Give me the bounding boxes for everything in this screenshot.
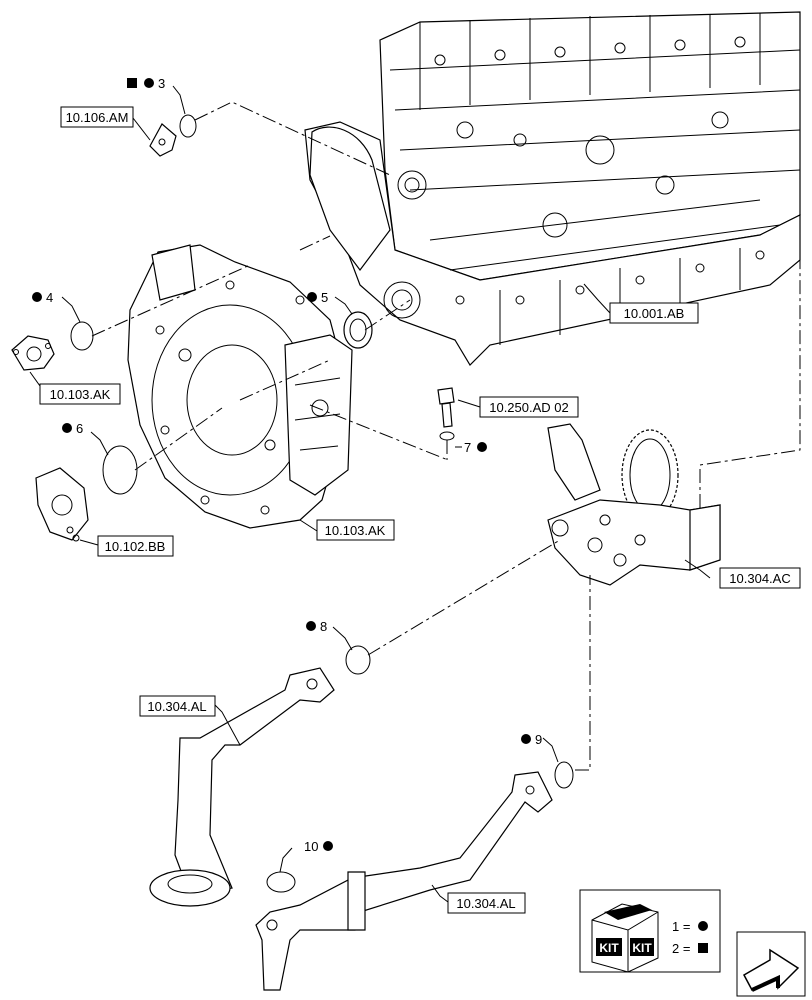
leader-lines: [29, 85, 711, 903]
cover-10-103-ak[interactable]: [11, 335, 55, 371]
ref-label-10-103-ak-left[interactable]: 10.103.AK: [39, 383, 121, 405]
o-ring-8[interactable]: [345, 645, 371, 675]
o-ring-9[interactable]: [554, 761, 574, 789]
kit-legend-item-2: 2 =: [672, 941, 690, 956]
ref-label-10-304-al-upper[interactable]: 10.304.AL: [139, 695, 216, 717]
callout-3: 3: [127, 76, 165, 91]
ref-label-10-304-ac[interactable]: 10.304.AC: [719, 567, 801, 589]
assembly-lines: [91, 101, 801, 771]
ref-label-10-106-am[interactable]: 10.106.AM: [60, 106, 134, 128]
callout-text-10: 10: [304, 839, 318, 854]
callout-9: 9: [521, 732, 542, 747]
ref-label-10-304-al-lower[interactable]: 10.304.AL: [447, 892, 526, 914]
ref-label-10-103-ak-housing[interactable]: 10.103.AK: [316, 519, 395, 541]
callout-text-6: 6: [76, 421, 83, 436]
ref-text-10-250-ad-02: 10.250.AD 02: [489, 400, 569, 415]
ref-text-10-304-al-lower: 10.304.AL: [456, 896, 515, 911]
o-ring-6[interactable]: [102, 445, 138, 495]
callout-5: 5: [307, 290, 328, 305]
kit-legend-item-1: 1 =: [672, 919, 690, 934]
kit-box-icon: KIT KIT: [591, 903, 659, 973]
ref-text-10-001-ab: 10.001.AB: [624, 306, 685, 321]
bolt-10-250-ad-02[interactable]: [437, 387, 455, 428]
callout-text-7: 7: [464, 440, 471, 455]
kit-text-left: KIT: [599, 941, 619, 955]
o-ring-3[interactable]: [179, 114, 197, 138]
suction-pipe-lower[interactable]: [255, 771, 553, 991]
ref-text-10-103-ak-housing: 10.103.AK: [325, 523, 386, 538]
o-ring-4[interactable]: [70, 321, 94, 351]
suction-pipe-upper[interactable]: [149, 667, 335, 907]
ref-text-10-106-am: 10.106.AM: [66, 110, 129, 125]
ref-label-10-102-bb[interactable]: 10.102.BB: [97, 535, 174, 557]
o-ring-10[interactable]: [266, 871, 296, 893]
kit-text-right: KIT: [632, 941, 652, 955]
callout-text-5: 5: [321, 290, 328, 305]
ref-text-10-304-ac: 10.304.AC: [729, 571, 790, 586]
callout-7: 7: [464, 440, 487, 455]
ref-label-10-001-ab[interactable]: 10.001.AB: [609, 302, 699, 324]
callout-6: 6: [62, 421, 83, 436]
ref-text-10-304-al-upper: 10.304.AL: [147, 699, 206, 714]
ref-text-10-103-ak-left: 10.103.AK: [50, 387, 111, 402]
callout-8: 8: [306, 619, 327, 634]
callout-text-4: 4: [46, 290, 53, 305]
cover-10-102-bb[interactable]: [35, 467, 89, 542]
callout-text-8: 8: [320, 619, 327, 634]
flywheel-housing[interactable]: [127, 244, 353, 529]
engine-block[interactable]: [304, 11, 801, 366]
callout-4: 4: [32, 290, 53, 305]
washer-7[interactable]: [439, 431, 455, 441]
callout-text-9: 9: [535, 732, 542, 747]
ref-label-10-250-ad-02[interactable]: 10.250.AD 02: [479, 396, 579, 418]
oil-pump-10-304-ac[interactable]: [547, 423, 721, 586]
callout-text-3: 3: [158, 76, 165, 91]
ref-text-10-102-bb: 10.102.BB: [105, 539, 166, 554]
next-page-arrow-icon[interactable]: [736, 931, 806, 997]
fitting-10-106-am[interactable]: [149, 123, 177, 157]
kit-dot-marker: [698, 921, 708, 931]
kit-legend: KIT KIT 1 = 2 =: [579, 889, 721, 973]
seal-5[interactable]: [343, 311, 373, 349]
callout-10: 10: [304, 839, 333, 854]
kit-square-marker: [698, 943, 708, 953]
